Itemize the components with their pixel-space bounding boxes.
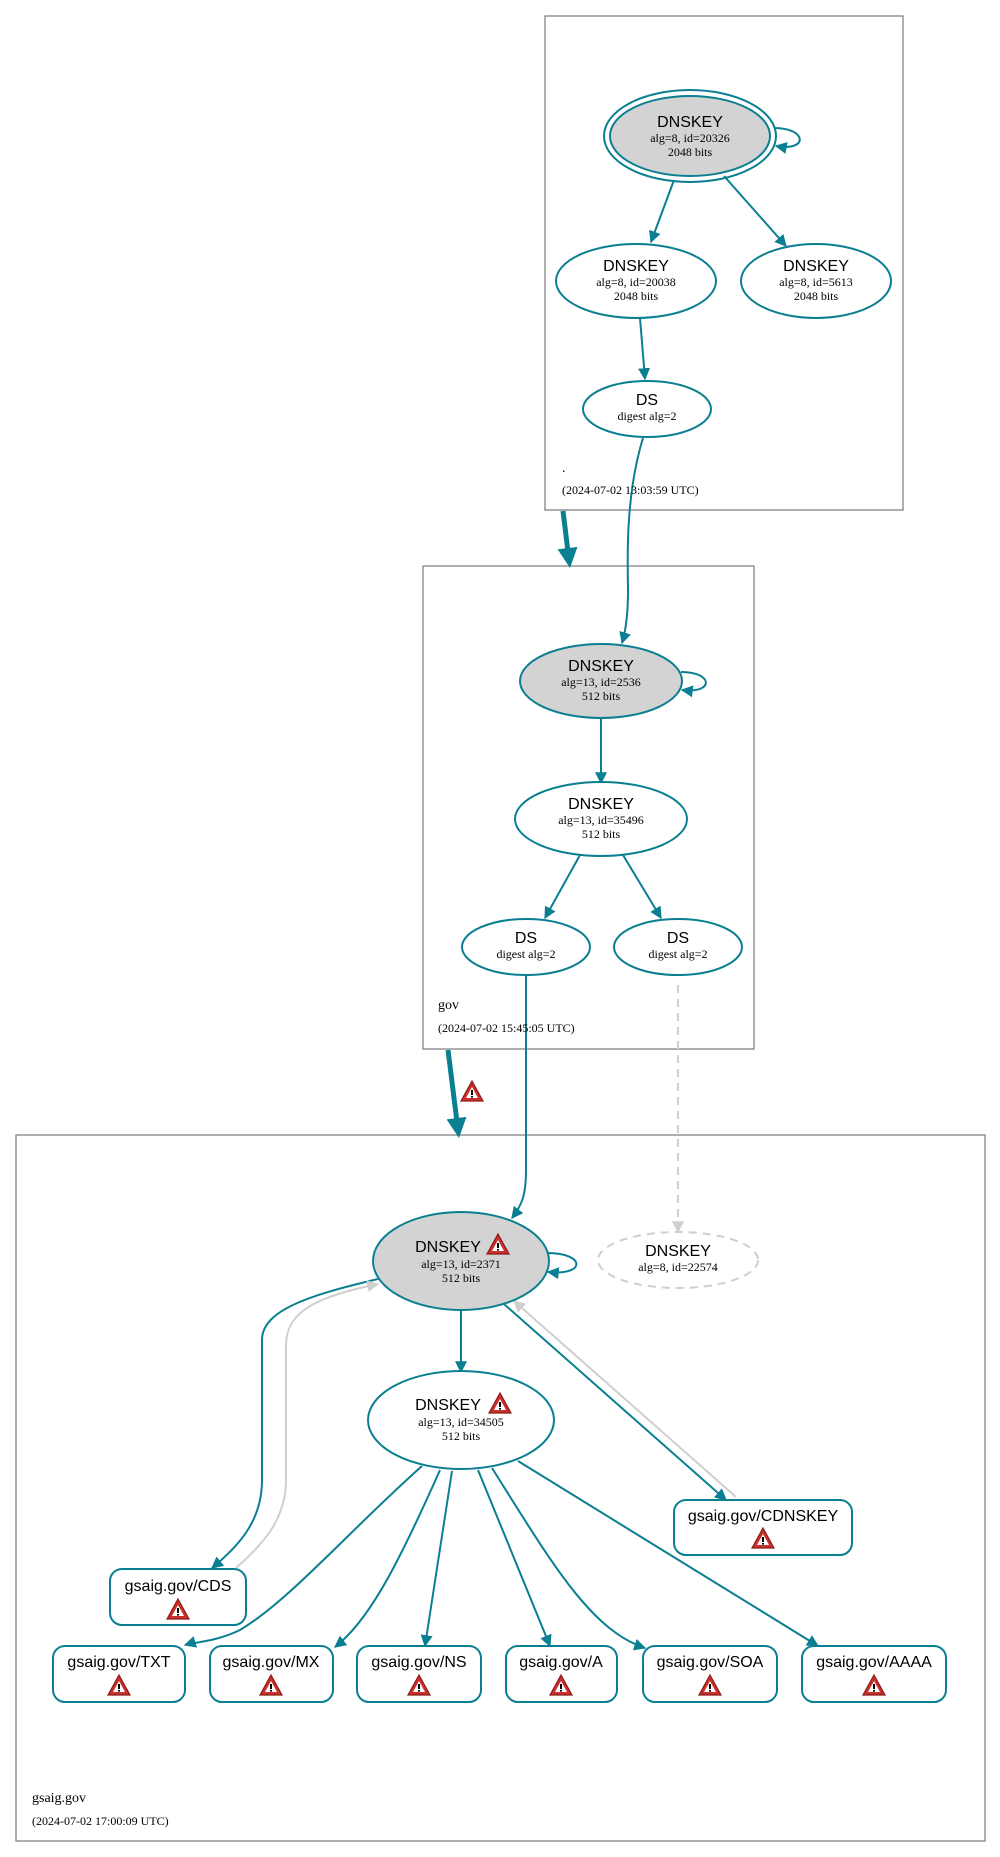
gov-zsk-detail: alg=13, id=35496 — [558, 813, 644, 827]
record-soa: gsaig.gov/SOA — [642, 1645, 778, 1703]
edge-gsaig-ksk-cdnskey — [503, 1303, 727, 1501]
gsaig-zsk-node: DNSKEY alg=13, id=34505 512 bits — [367, 1370, 555, 1470]
edge-gov-ksk-self — [680, 671, 707, 698]
zone-root-box — [544, 15, 904, 511]
record-mx: gsaig.gov/MX — [209, 1645, 334, 1703]
edge-gov-zsk-ds1 — [544, 854, 581, 920]
gov-zsk-node: DNSKEY alg=13, id=35496 512 bits — [514, 781, 688, 857]
gsaig-ksk-node: DNSKEY alg=13, id=2371 512 bits — [372, 1211, 550, 1311]
gsaig-zsk-bits: 512 bits — [442, 1429, 481, 1443]
root-zsk-20038-node: DNSKEY alg=8, id=20038 2048 bits — [555, 243, 717, 319]
gsaig-missing-title: DNSKEY — [645, 1243, 711, 1260]
root-ksk-detail: alg=8, id=20326 — [650, 131, 730, 145]
gov-ksk-title: DNSKEY — [568, 658, 634, 675]
gsaig-zsk-detail: alg=13, id=34505 — [418, 1415, 504, 1429]
edge-cds-gsaig-ksk — [235, 1280, 380, 1569]
record-cdnskey: gsaig.gov/CDNSKEY — [673, 1499, 853, 1556]
gsaig-ksk-bits: 512 bits — [442, 1271, 481, 1285]
zone-gov-name: gov — [438, 998, 459, 1013]
root-ksk-node: DNSKEY alg=8, id=20326 2048 bits — [603, 89, 777, 183]
edge-root-zsk1-ds — [638, 317, 651, 381]
zone-gov-timestamp: (2024-07-02 15:45:05 UTC) — [438, 1021, 575, 1035]
root-zsk2-detail: alg=8, id=5613 — [779, 275, 853, 289]
gov-ksk-bits: 512 bits — [582, 689, 621, 703]
root-zsk1-detail: alg=8, id=20038 — [596, 275, 676, 289]
gov-ksk-detail: alg=13, id=2536 — [561, 675, 641, 689]
record-ns-label: gsaig.gov/NS — [371, 1654, 466, 1671]
gov-zsk-bits: 512 bits — [582, 827, 621, 841]
edge-root-ds-gov-ksk — [619, 437, 644, 645]
edge-gsaig-ksk-cds — [211, 1278, 379, 1569]
edge-root-ksk-zsk2 — [723, 175, 787, 247]
root-ksk-bits: 2048 bits — [668, 145, 713, 159]
edge-root-ksk-zsk1 — [649, 179, 675, 244]
record-a-label: gsaig.gov/A — [519, 1654, 603, 1671]
root-zsk-5613-node: DNSKEY alg=8, id=5613 2048 bits — [740, 243, 892, 319]
root-zsk2-bits: 2048 bits — [794, 289, 839, 303]
gov-ds-1-node: DS digest alg=2 — [461, 918, 591, 976]
edge-gsaig-zsk-mx — [334, 1469, 441, 1648]
zone-root-timestamp: (2024-07-02 13:03:59 UTC) — [562, 483, 699, 497]
root-ds-node: DS digest alg=2 — [582, 380, 712, 438]
root-ds-title: DS — [636, 392, 658, 409]
zone-root-name: . — [562, 461, 566, 476]
zone-gsaig-box — [15, 1134, 986, 1842]
root-zsk2-title: DNSKEY — [783, 258, 849, 275]
root-zsk1-title: DNSKEY — [603, 258, 669, 275]
zone-gov-box — [422, 565, 755, 1050]
record-txt-label: gsaig.gov/TXT — [67, 1654, 170, 1671]
record-txt: gsaig.gov/TXT — [52, 1645, 186, 1703]
edge-gsaig-zsk-txt — [183, 1465, 423, 1648]
edge-root-ksk-self — [773, 127, 801, 154]
edge-delegation-root-gov — [557, 510, 578, 568]
edge-delegation-gov-gsaig — [445, 1049, 467, 1138]
zone-gsaig-timestamp: (2024-07-02 17:00:09 UTC) — [32, 1814, 169, 1828]
root-ksk-title: DNSKEY — [657, 114, 723, 131]
edge-gsaig-zsk-ns — [420, 1470, 453, 1648]
record-cdnskey-label: gsaig.gov/CDNSKEY — [688, 1508, 839, 1525]
record-a: gsaig.gov/A — [505, 1645, 618, 1703]
root-ds-detail: digest alg=2 — [617, 409, 676, 423]
root-zsk1-bits: 2048 bits — [614, 289, 659, 303]
zone-gsaig-name: gsaig.gov — [32, 1791, 86, 1806]
record-mx-label: gsaig.gov/MX — [223, 1654, 320, 1671]
edge-gov-zsk-ds2 — [622, 854, 662, 920]
gov-zsk-title: DNSKEY — [568, 796, 634, 813]
record-aaaa-label: gsaig.gov/AAAA — [816, 1654, 932, 1671]
record-cds: gsaig.gov/CDS — [109, 1568, 247, 1626]
gov-ds2-title: DS — [667, 930, 689, 947]
edge-gsaig-ksk-self — [546, 1252, 578, 1280]
gov-ksk-node: DNSKEY alg=13, id=2536 512 bits — [519, 643, 683, 719]
gov-ds2-detail: digest alg=2 — [648, 947, 707, 961]
gsaig-zsk-title: DNSKEY — [415, 1397, 481, 1414]
edge-gsaig-zsk-a — [477, 1469, 552, 1648]
record-ns: gsaig.gov/NS — [356, 1645, 482, 1703]
delegation-warning-icon — [460, 1080, 484, 1102]
gsaig-ksk-title: DNSKEY — [415, 1239, 481, 1256]
record-soa-label: gsaig.gov/SOA — [657, 1654, 764, 1671]
gsaig-missing-key-node: DNSKEY alg=8, id=22574 — [597, 1231, 759, 1289]
edge-gsaig-zsk-aaaa — [517, 1460, 820, 1647]
gov-ds-2-node: DS digest alg=2 — [613, 918, 743, 976]
edge-cdnskey-gsaig-ksk — [513, 1300, 737, 1498]
gsaig-ksk-detail: alg=13, id=2371 — [421, 1257, 501, 1271]
gov-ds1-title: DS — [515, 930, 537, 947]
edge-gsaig-zsk-soa — [491, 1467, 647, 1651]
gov-ds1-detail: digest alg=2 — [496, 947, 555, 961]
edge-gov-ds1-gsaig-ksk — [511, 975, 528, 1219]
record-aaaa: gsaig.gov/AAAA — [801, 1645, 947, 1703]
record-cds-label: gsaig.gov/CDS — [125, 1578, 232, 1595]
gsaig-missing-detail: alg=8, id=22574 — [638, 1260, 718, 1274]
